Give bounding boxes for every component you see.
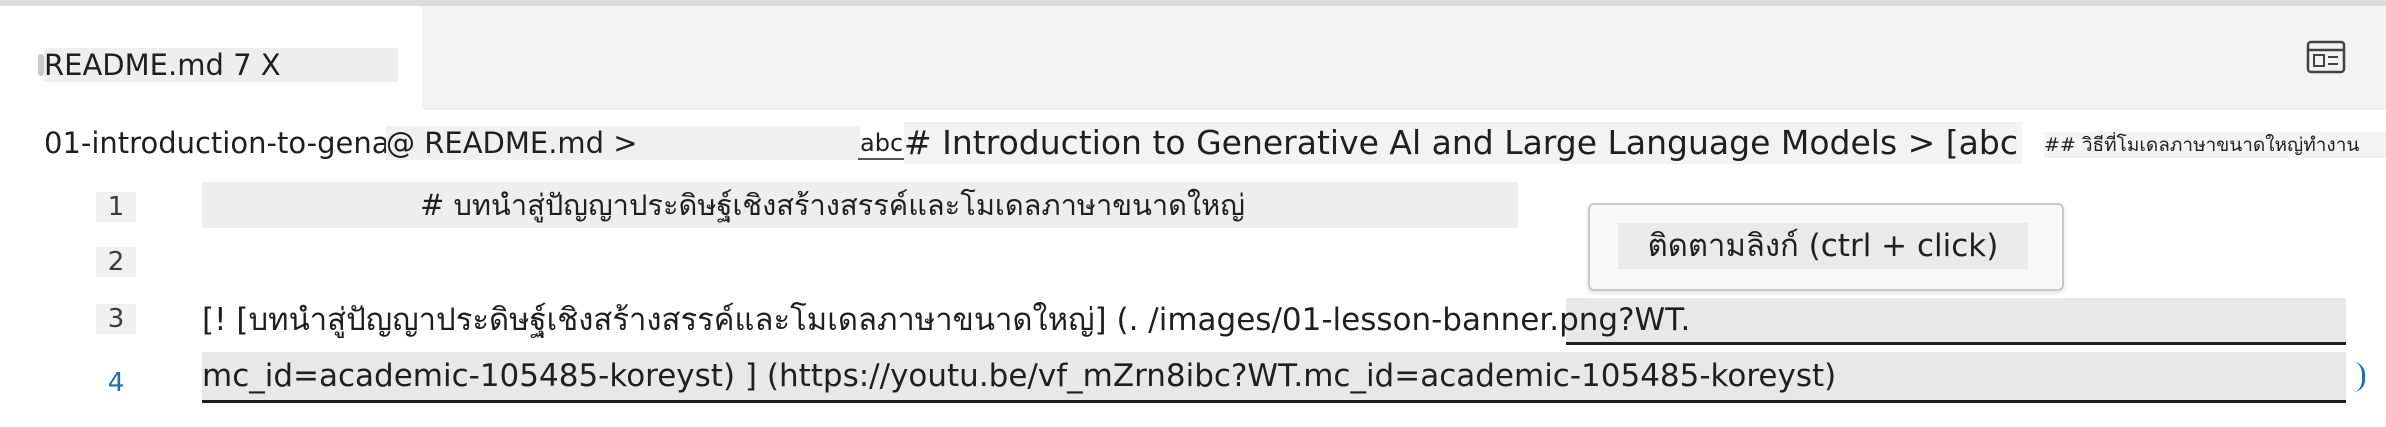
breadcrumb-file[interactable]: @ README.md > bbox=[386, 126, 860, 160]
tab-modified-indicator bbox=[38, 54, 44, 76]
editor-line-3-wrapped[interactable]: mc_id=academic-105485-koreyst) ] (https:… bbox=[202, 358, 1837, 394]
editor-line-1[interactable]: # บทนำสู่ปัญญาประดิษฐ์เชิงสร้างสรรค์และโ… bbox=[420, 188, 1245, 222]
link-hover-tooltip: ติดตามลิงก์ (ctrl + click) bbox=[1588, 203, 2064, 291]
follow-link-label[interactable]: ติดตามลิงก์ (ctrl + click) bbox=[1618, 223, 2028, 269]
line-number: 3 bbox=[96, 304, 136, 334]
tab-label[interactable]: README.md 7 X bbox=[44, 48, 398, 82]
breadcrumb-heading[interactable]: # Introduction to Generative Al and Larg… bbox=[904, 122, 2022, 164]
wrap-indicator-icon bbox=[2348, 362, 2365, 392]
breadcrumb: 01-introduction-to-genai > @ README.md >… bbox=[0, 112, 2386, 182]
layout-icon[interactable] bbox=[2306, 40, 2346, 74]
line-number: 2 bbox=[96, 247, 136, 277]
breadcrumb-folder[interactable]: 01-introduction-to-genai > bbox=[44, 126, 431, 160]
window-top-border bbox=[0, 0, 2386, 6]
editor-line-3[interactable]: [! [บทนำสู่ปัญญาประดิษฐ์เชิงสร้างสรรค์แล… bbox=[202, 302, 1691, 338]
breadcrumb-subheading[interactable]: ## วิธีที่โมเดลภาษาขนาดใหญ่ทำงาน bbox=[2044, 132, 2386, 158]
line-number: 1 bbox=[96, 192, 136, 222]
link-hover-highlight bbox=[1566, 298, 2346, 345]
abc-symbol-icon: abc bbox=[858, 128, 906, 160]
line-number: 4 bbox=[107, 368, 125, 398]
tab-readme[interactable]: README.md 7 X bbox=[0, 6, 422, 110]
link-hover-highlight bbox=[202, 352, 2346, 403]
line-highlight bbox=[202, 182, 1518, 228]
